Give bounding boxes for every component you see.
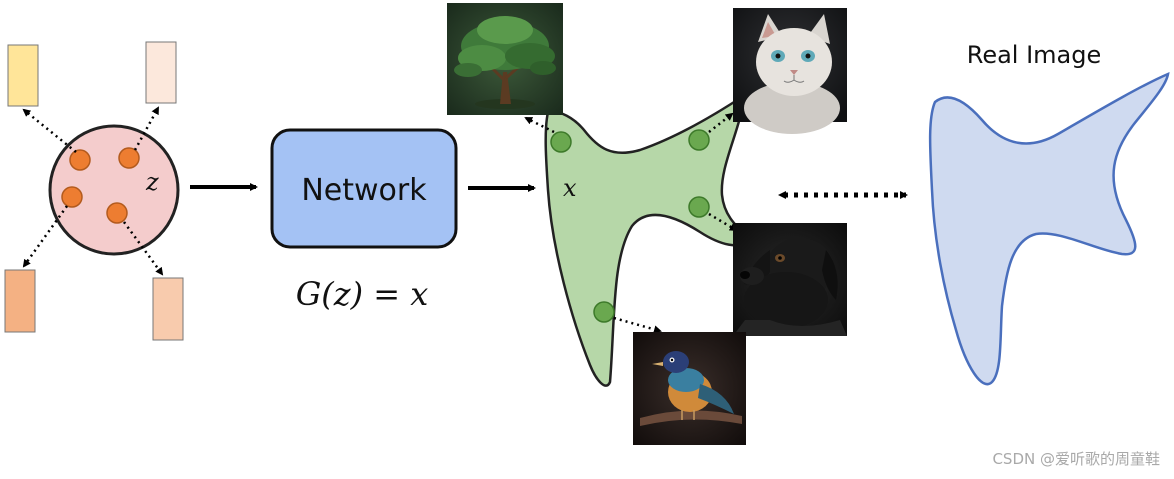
bird-image	[633, 332, 746, 445]
tree-image	[447, 3, 563, 115]
dotted-arrow	[613, 316, 662, 334]
dotted-arrow	[22, 108, 77, 153]
generated-sample-point	[550, 131, 572, 153]
real-distribution-shape	[928, 71, 1170, 386]
watermark: CSDN @爱听歌的周童鞋	[992, 450, 1160, 468]
dog-image	[733, 223, 847, 336]
latent-vector-1	[7, 44, 39, 107]
generated-sample-point	[593, 301, 615, 323]
network-box	[270, 128, 458, 249]
network-label: Network	[301, 173, 427, 208]
latent-point	[61, 186, 83, 208]
latent-vector-2	[145, 41, 177, 104]
cat-image	[733, 8, 847, 134]
latent-point	[118, 147, 140, 169]
generated-sample-point	[688, 129, 710, 151]
latent-vector-4	[152, 277, 184, 341]
dotted-arrow	[133, 106, 160, 151]
latent-point	[106, 202, 128, 224]
real-image-label: Real Image	[967, 41, 1102, 69]
dotted-arrow	[708, 112, 734, 133]
latent-vector-3	[4, 269, 36, 333]
latent-label: z	[145, 168, 159, 196]
latent-point	[69, 149, 91, 171]
generated-sample-point	[688, 196, 710, 218]
generated-label: x	[563, 174, 577, 202]
dotted-arrow	[22, 205, 69, 268]
generator-equation: G(z) = x	[296, 275, 429, 313]
